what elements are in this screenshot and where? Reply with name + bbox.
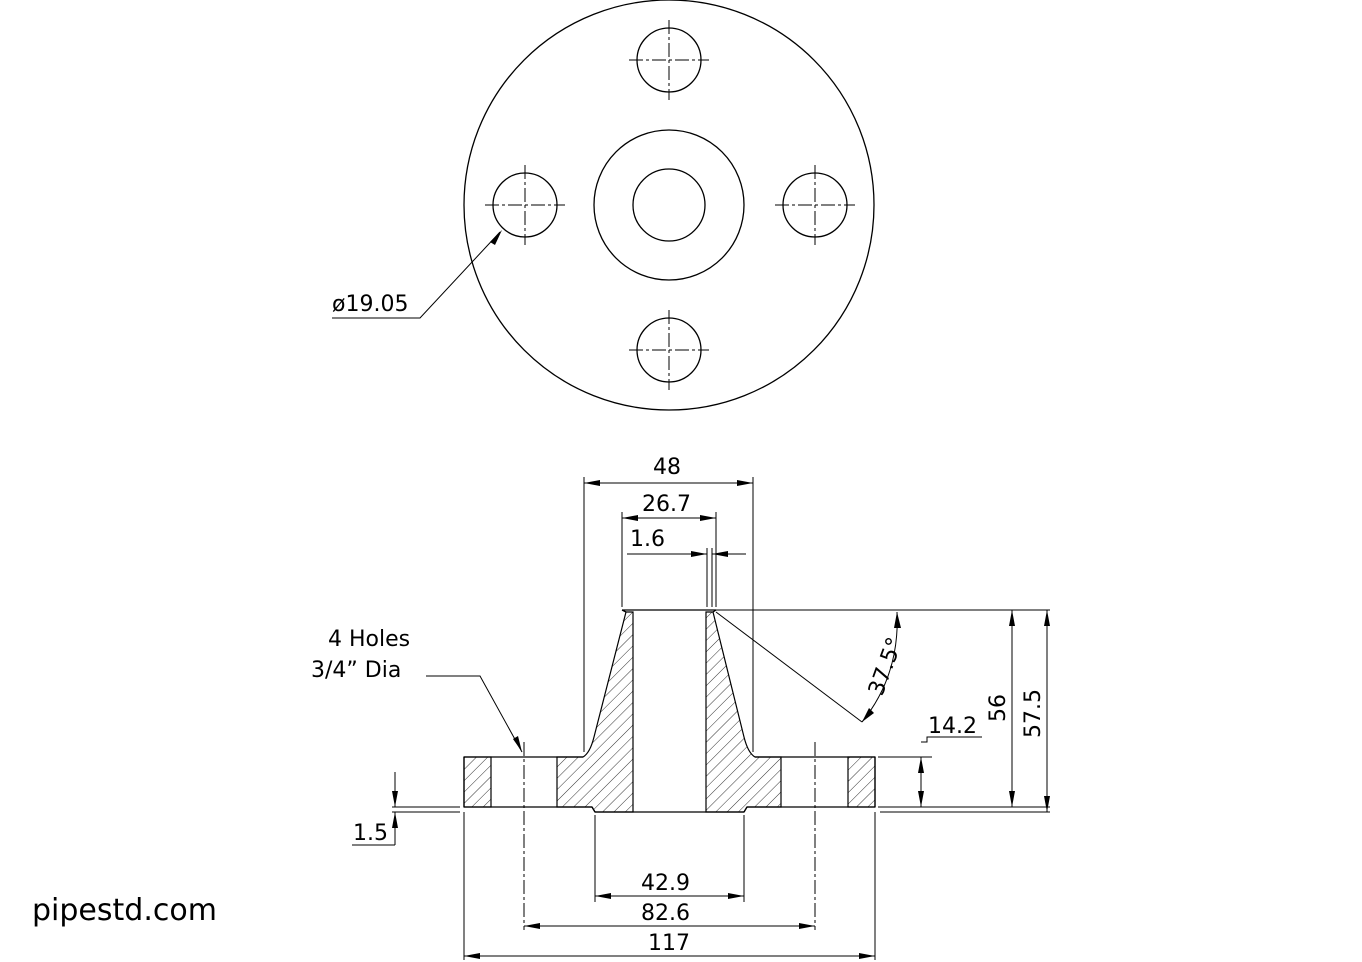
dim-length-56-label: 56	[986, 694, 1011, 722]
dimension-bolt-circle: 82.6	[524, 901, 815, 929]
watermark: pipestd.com	[32, 893, 217, 928]
dim-bore-dia-label: 26.7	[642, 492, 691, 517]
dimension-bore-dia: 26.7	[621, 492, 717, 607]
holes-note-line2: 3/4” Dia	[311, 658, 401, 683]
section-bolt-holes	[490, 742, 849, 930]
flange-right-section	[847, 756, 876, 808]
section-view: 48 26.7 1.6 37.5°	[311, 455, 1050, 960]
dim-bevel-angle-label: 37.5°	[864, 634, 908, 699]
hub-right-section	[705, 611, 782, 813]
bolt-hole-left	[485, 165, 565, 245]
bolt-hole-right	[775, 165, 855, 245]
dimension-raised-face: 1.5	[352, 772, 460, 846]
hub-left-section	[556, 611, 634, 813]
dim-raised-face-label: 1.5	[353, 821, 388, 846]
dimension-length-56: 56	[986, 610, 1015, 807]
dim-chamfer-label: 1.6	[630, 527, 665, 552]
flange-outer-circle	[463, 0, 875, 411]
dimension-flange-thk: 14.2	[878, 714, 1050, 808]
top-view: ø19.05	[332, 0, 875, 411]
dimension-rf-dia: 42.9	[594, 815, 745, 902]
dim-length-575-label: 57.5	[1021, 689, 1046, 738]
dimension-chamfer: 1.6	[627, 527, 746, 607]
dimension-od: 117	[463, 812, 876, 960]
hub-circle	[593, 129, 745, 281]
dim-flange-thk-label: 14.2	[928, 714, 977, 739]
flange-left-section	[463, 756, 492, 808]
bolt-hole-bottom	[629, 310, 709, 390]
dim-hub-dia-label: 48	[653, 455, 681, 480]
dim-rf-dia-label: 42.9	[641, 871, 690, 896]
dimension-length-575: 57.5	[880, 610, 1050, 813]
bolt-hole-top	[629, 20, 709, 100]
dimension-hub-dia: 48	[583, 455, 754, 752]
holes-note-line1: 4 Holes	[328, 627, 410, 652]
holes-note: 4 Holes 3/4” Dia	[311, 627, 523, 753]
bolt-hole-dim-label: ø19.05	[332, 292, 408, 317]
dim-od-label: 117	[648, 931, 690, 956]
flange-outline	[463, 609, 876, 813]
bore-circle	[632, 168, 706, 242]
dim-bolt-circle-label: 82.6	[641, 901, 690, 926]
bolt-hole-dimension: ø19.05	[332, 230, 502, 319]
